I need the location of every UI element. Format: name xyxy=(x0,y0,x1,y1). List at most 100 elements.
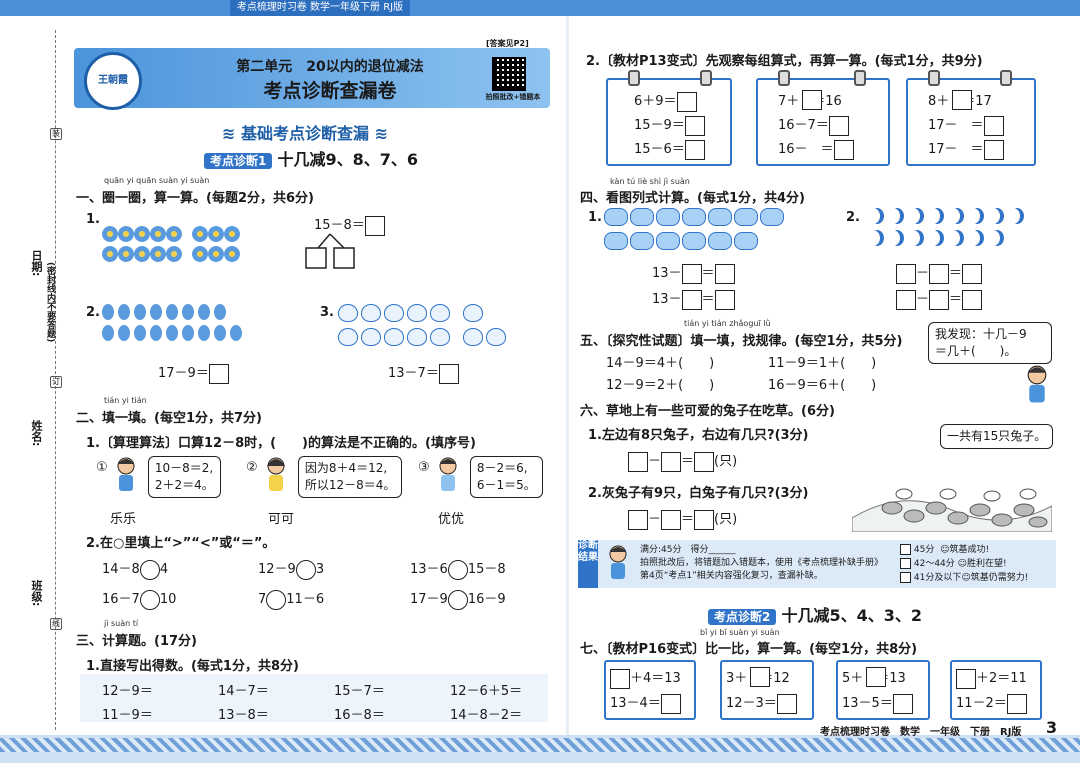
comp-4-circle[interactable] xyxy=(139,589,160,610)
q4-box[interactable] xyxy=(929,289,950,310)
card1-box2[interactable] xyxy=(684,115,705,136)
diag2-badge: 考点诊断2 xyxy=(708,609,777,625)
q2-p1: 1.〔算理算法〕口算12－8时，( )的算法是不正确的。(填序号) xyxy=(86,436,476,451)
card1-box1[interactable] xyxy=(676,91,697,112)
q7-box[interactable] xyxy=(660,693,681,714)
card2-line2: 16－7＝ xyxy=(778,114,849,136)
card2-line1: 7＋ ＝16 xyxy=(778,90,842,110)
calc-5[interactable]: 11－9＝ xyxy=(102,708,153,723)
q6-box[interactable] xyxy=(694,451,715,472)
grade-checkbox[interactable] xyxy=(900,572,911,583)
header-banner xyxy=(74,48,550,108)
q-r2-title: 2.〔教材P13变式〕先观察每组算式，再算一算。(每式1分，共9分) xyxy=(586,54,983,69)
q7-box[interactable] xyxy=(750,667,770,687)
card1-line3: 15－6＝ xyxy=(634,138,705,160)
q2-title: 二、填一填。(每空1分，共7分) xyxy=(76,411,262,426)
q4-box[interactable] xyxy=(962,263,983,284)
q5-title: 五、〔探究性试题〕填一填，找规律。(每空1分，共5分) xyxy=(580,334,903,349)
card2-box1[interactable] xyxy=(802,90,822,110)
heart-picture xyxy=(604,208,804,256)
q6-box[interactable] xyxy=(628,509,648,530)
q7-box[interactable] xyxy=(866,667,886,687)
comp-1-circle[interactable] xyxy=(139,559,160,580)
calc-2[interactable]: 14－7＝ xyxy=(218,684,269,699)
option-2[interactable]: ② 因为8＋4＝12,所以12－8＝4。 xyxy=(246,456,403,498)
paper-title: 考点诊断查漏卷 xyxy=(263,80,397,102)
card3-line2: 17－ ＝ xyxy=(928,114,1004,136)
q6-title: 六、草地上有一些可爱的兔子在吃草。(6分) xyxy=(580,404,835,419)
q4-box[interactable] xyxy=(962,289,983,310)
q5-bubble-line2: ＝几＋( )。 xyxy=(935,344,1017,358)
q1-pinyin: quān yi quān suàn yi suàn xyxy=(104,176,210,185)
qr-code-icon[interactable] xyxy=(492,57,526,91)
result-line1: 满分:45分 得分______ xyxy=(640,545,736,555)
q1-eq3-answer-box[interactable] xyxy=(438,363,459,384)
q6-box[interactable] xyxy=(661,451,682,472)
q5-item2[interactable]: 11－9＝1＋( ) xyxy=(768,356,877,371)
comp-6-circle[interactable] xyxy=(447,589,468,610)
q7-box[interactable] xyxy=(1006,693,1027,714)
q5-item1[interactable]: 14－9＝4＋( ) xyxy=(606,356,715,371)
q7-c4-l1: ＋2＝11 xyxy=(956,667,1027,689)
option-3-bubble: 8－2＝6,6－1＝5。 xyxy=(469,456,543,498)
grade-checkbox[interactable] xyxy=(900,544,911,555)
q4-box[interactable] xyxy=(896,289,916,310)
boy-icon xyxy=(117,457,135,491)
seal-line xyxy=(55,30,56,730)
diag1-header: 考点诊断1 十几减9、8、7、6 xyxy=(204,146,418,170)
q7-box[interactable] xyxy=(610,668,630,689)
option-1-line2: 2＋2＝4。 xyxy=(154,478,214,492)
card3-box3[interactable] xyxy=(983,139,1004,160)
calc-4[interactable]: 12－6＋5＝ xyxy=(450,684,523,699)
grade-checkbox[interactable] xyxy=(900,558,911,569)
q1-n3: 3. xyxy=(320,305,334,320)
q5-item4[interactable]: 16－9＝6＋( ) xyxy=(768,378,877,393)
q7-box[interactable] xyxy=(956,668,976,689)
q4-box[interactable] xyxy=(929,263,950,284)
q7-box[interactable] xyxy=(776,693,797,714)
q7-box[interactable] xyxy=(892,693,913,714)
smile-icon: ☺ xyxy=(940,545,950,555)
q4-box[interactable] xyxy=(714,289,735,310)
card3-box2[interactable] xyxy=(983,115,1004,136)
q4-box[interactable] xyxy=(896,263,916,284)
calc-8[interactable]: 14－8－2＝ xyxy=(450,708,523,723)
answer-reference: [答案见P2] xyxy=(486,39,529,48)
ring-icon xyxy=(700,70,712,86)
q1-eq2-answer-box[interactable] xyxy=(208,363,229,384)
q4-box[interactable] xyxy=(681,263,702,284)
q6-box[interactable] xyxy=(694,509,715,530)
decompose-tree xyxy=(305,233,355,269)
option-2-bubble: 因为8＋4＝12,所以12－8＝4。 xyxy=(297,456,403,498)
q6-box[interactable] xyxy=(628,451,648,472)
calc-1[interactable]: 12－9＝ xyxy=(102,684,153,699)
name-label: 姓名: xyxy=(30,420,43,447)
q3-p1: 1.直接写出得数。(每式1分，共8分) xyxy=(86,659,299,674)
q1-n1: 1. xyxy=(86,212,100,227)
card3-box1[interactable] xyxy=(952,90,972,110)
q1-eq3-text: 13－7＝ xyxy=(388,366,439,381)
card1-box3[interactable] xyxy=(684,139,705,160)
q6-bubble: 一共有15只兔子。 xyxy=(940,424,1054,449)
option-3-name: 优优 xyxy=(438,512,465,527)
option-1-mark: ① xyxy=(96,460,108,475)
option-3[interactable]: ③ 8－2＝6,6－1＝5。 xyxy=(418,456,543,498)
q1-eq1-answer-box[interactable] xyxy=(364,215,385,236)
comp-3-circle[interactable] xyxy=(447,559,468,580)
calc-7[interactable]: 16－8＝ xyxy=(334,708,385,723)
q7-pinyin: bǐ yi bǐ suàn yi suàn xyxy=(700,628,780,637)
comp-5-circle[interactable] xyxy=(266,589,287,610)
calc-6[interactable]: 13－8＝ xyxy=(218,708,269,723)
card2-box2[interactable] xyxy=(828,115,849,136)
q6-eq2: －＝(只) xyxy=(628,508,737,530)
brand-logo: 王朝霞 xyxy=(84,52,142,110)
q5-item3[interactable]: 12－9＝2＋( ) xyxy=(606,378,715,393)
card2-box3[interactable] xyxy=(833,139,854,160)
diag2-header: 考点诊断2 十几减5、4、3、2 xyxy=(708,602,922,626)
comp-2-circle[interactable] xyxy=(295,559,316,580)
q6-box[interactable] xyxy=(661,509,682,530)
calc-3[interactable]: 15－7＝ xyxy=(334,684,385,699)
q4-box[interactable] xyxy=(714,263,735,284)
q4-box[interactable] xyxy=(681,289,702,310)
option-1[interactable]: ① 10－8＝2,2＋2＝4。 xyxy=(96,456,221,498)
